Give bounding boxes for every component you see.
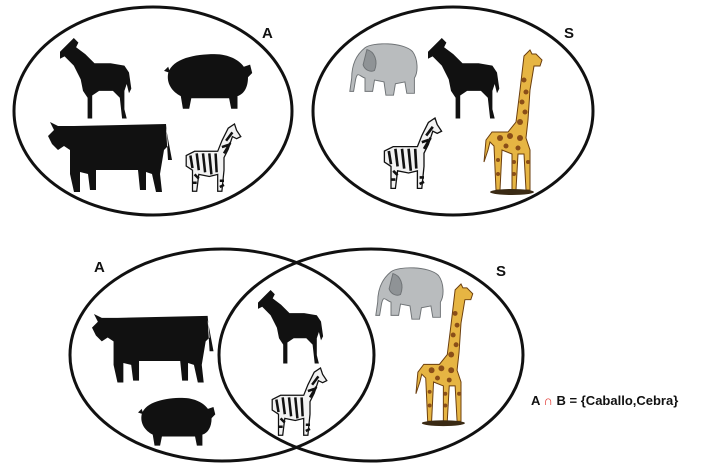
zebra-icon xyxy=(384,118,441,188)
elephant-icon xyxy=(376,268,443,319)
set-a-label: A xyxy=(262,25,273,42)
set-a-circle xyxy=(14,7,292,215)
cow-icon xyxy=(48,122,172,192)
elephant-icon xyxy=(350,44,417,95)
top-diagram: A S xyxy=(14,7,593,215)
horse-icon xyxy=(428,38,499,119)
horse-icon xyxy=(258,290,323,364)
formula-left-set: A xyxy=(531,393,540,408)
zebra-icon xyxy=(186,124,241,191)
formula-result: B = {Caballo,Cebra} xyxy=(557,393,679,408)
bottom-diagram: A S xyxy=(70,249,523,461)
set-s-label: S xyxy=(496,263,506,280)
set-s-label: S xyxy=(564,25,574,42)
set-a-label: A xyxy=(94,259,105,276)
zebra-icon xyxy=(272,368,327,435)
intersection-operator: ∩ xyxy=(544,393,553,408)
intersection-formula: A ∩ B = {Caballo,Cebra} xyxy=(531,393,678,408)
cow-icon xyxy=(92,314,214,383)
pig-icon xyxy=(138,398,215,446)
set-s-circle xyxy=(313,7,593,215)
pig-icon xyxy=(164,54,252,109)
horse-icon xyxy=(60,38,131,119)
set-s-circle xyxy=(219,249,523,461)
